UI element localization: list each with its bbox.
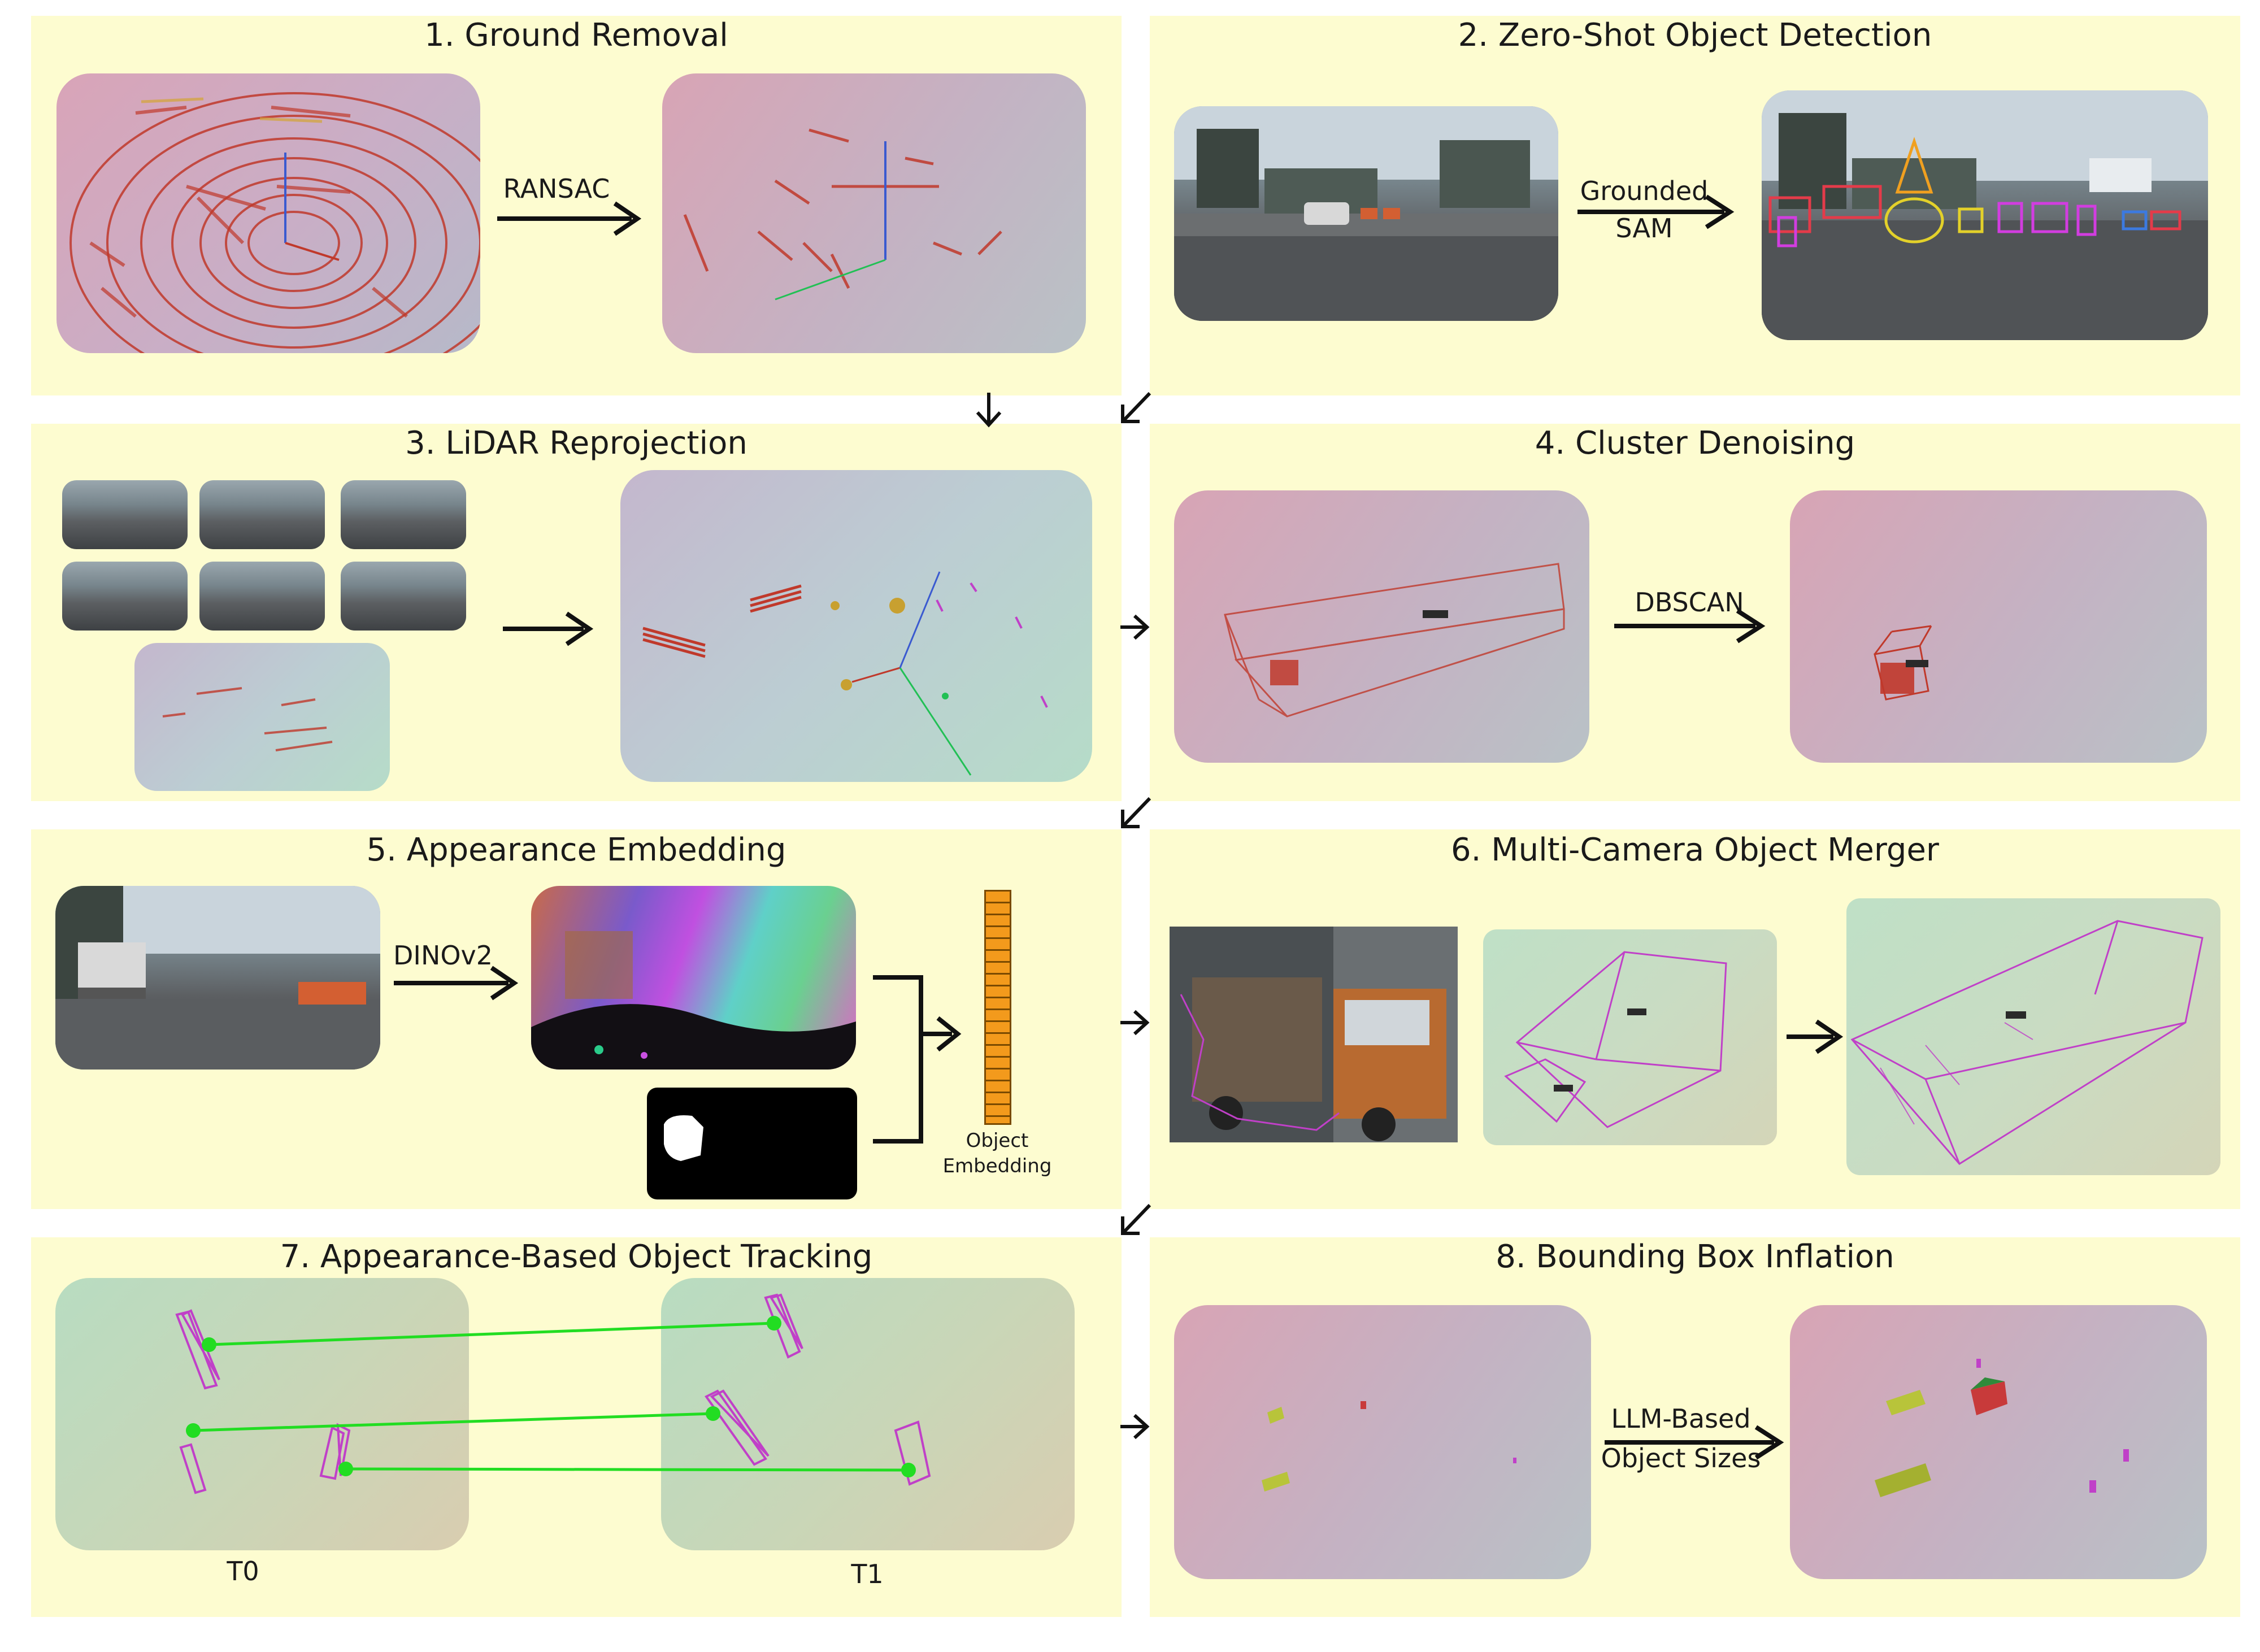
object-mask bbox=[647, 1088, 857, 1199]
panel-title-3: 3. LiDAR Reprojection bbox=[405, 425, 747, 462]
camera-image-street bbox=[1174, 106, 1558, 321]
truck-camera-merged bbox=[1170, 927, 1458, 1142]
grounded-sam-label-line2: SAM bbox=[1615, 213, 1673, 244]
arrow-right-icon bbox=[1120, 614, 1150, 640]
camera-thumbnail-4 bbox=[62, 562, 188, 631]
dinov2-label: DINOv2 bbox=[393, 940, 493, 971]
dino-feature-map bbox=[531, 886, 856, 1070]
camera-thumbnail-6 bbox=[341, 562, 466, 631]
track-lines bbox=[186, 1316, 916, 1477]
lidar-scan-with-ground bbox=[56, 73, 480, 353]
panel-title-1: 1. Ground Removal bbox=[424, 17, 728, 54]
arrow-right-icon bbox=[394, 966, 519, 1001]
camera-thumbnail-1 bbox=[62, 480, 188, 549]
arrow-right-icon bbox=[503, 611, 594, 646]
t0-label: T0 bbox=[227, 1556, 259, 1586]
arrow-down-icon bbox=[976, 393, 1002, 428]
panel-title-8: 8. Bounding Box Inflation bbox=[1496, 1238, 1894, 1275]
merge-bracket bbox=[873, 975, 962, 1144]
merged-box-two-cams bbox=[1483, 929, 1777, 1145]
llm-sizes-label-line1: LLM-Based bbox=[1611, 1403, 1751, 1434]
arrow-right-icon bbox=[1577, 194, 1735, 229]
camera-thumbnail-2 bbox=[199, 480, 325, 549]
arrow-right-icon bbox=[497, 201, 642, 236]
reprojected-lidar-cloud bbox=[620, 470, 1092, 782]
arrow-right-icon bbox=[1787, 1019, 1844, 1054]
panel-title-2: 2. Zero-Shot Object Detection bbox=[1458, 17, 1932, 54]
object-embedding-label-line1: Object bbox=[966, 1129, 1029, 1152]
panel-title-4: 4. Cluster Denoising bbox=[1535, 425, 1855, 462]
panel-title-7: 7. Appearance-Based Object Tracking bbox=[280, 1238, 873, 1275]
final-merged-box bbox=[1846, 898, 2220, 1175]
noisy-cluster-view bbox=[1174, 490, 1589, 763]
object-embedding-label-line2: Embedding bbox=[942, 1155, 1052, 1177]
lidar-point-cloud-small bbox=[134, 643, 390, 791]
tracking-frame-t1 bbox=[661, 1278, 1075, 1550]
tracking-frame-t0 bbox=[55, 1278, 469, 1550]
llm-sizes-label-line2: Object Sizes bbox=[1601, 1443, 1761, 1473]
arrow-down-left-icon bbox=[1121, 392, 1151, 423]
panel-title-6: 6. Multi-Camera Object Merger bbox=[1451, 832, 1939, 868]
arrow-right-icon bbox=[1120, 1414, 1150, 1440]
grounded-sam-label-line1: Grounded bbox=[1580, 176, 1709, 206]
ransac-label: RANSAC bbox=[503, 173, 610, 204]
camera-thumbnail-5 bbox=[199, 562, 325, 631]
camera-thumbnail-3 bbox=[341, 480, 466, 549]
inflated-boxes-view bbox=[1790, 1305, 2207, 1579]
denoised-cluster-view bbox=[1790, 490, 2207, 763]
arrow-down-left-icon bbox=[1121, 797, 1151, 828]
arrow-right-icon bbox=[1614, 608, 1766, 644]
arrow-down-left-icon bbox=[1121, 1203, 1151, 1235]
camera-image-truck bbox=[55, 886, 380, 1070]
arrow-right-icon bbox=[1605, 1425, 1784, 1460]
lidar-scan-without-ground bbox=[662, 73, 1086, 353]
small-boxes-view bbox=[1174, 1305, 1591, 1579]
arrow-right-icon bbox=[1120, 1010, 1150, 1036]
camera-image-detections bbox=[1762, 90, 2208, 340]
t1-label: T1 bbox=[851, 1559, 884, 1589]
dbscan-label: DBSCAN bbox=[1635, 587, 1744, 618]
embedding-vector bbox=[984, 890, 1011, 1125]
panel-title-5: 5. Appearance Embedding bbox=[366, 832, 786, 868]
